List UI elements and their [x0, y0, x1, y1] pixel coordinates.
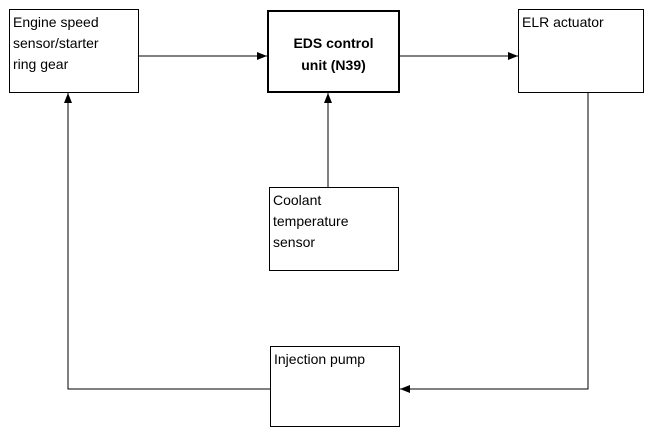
arrow-pump-to-engine [64, 93, 270, 390]
engine-speed-sensor-box: Engine speed sensor/starter ring gear [9, 9, 139, 93]
eds-control-unit-box: EDS control unit (N39) [267, 10, 400, 93]
elr-actuator-box: ELR actuator [518, 9, 644, 93]
coolant-temperature-sensor-box: Coolant temperature sensor [269, 187, 399, 271]
arrow-elr-to-pump [400, 93, 589, 393]
engine-speed-sensor-label: Engine speed sensor/starter ring gear [13, 14, 99, 72]
elr-actuator-label: ELR actuator [522, 14, 604, 30]
injection-pump-box: Injection pump [270, 346, 400, 427]
coolant-temperature-sensor-label: Coolant temperature sensor [273, 192, 349, 250]
eds-control-unit-label: EDS control unit (N39) [293, 35, 374, 73]
injection-pump-label: Injection pump [274, 351, 366, 367]
